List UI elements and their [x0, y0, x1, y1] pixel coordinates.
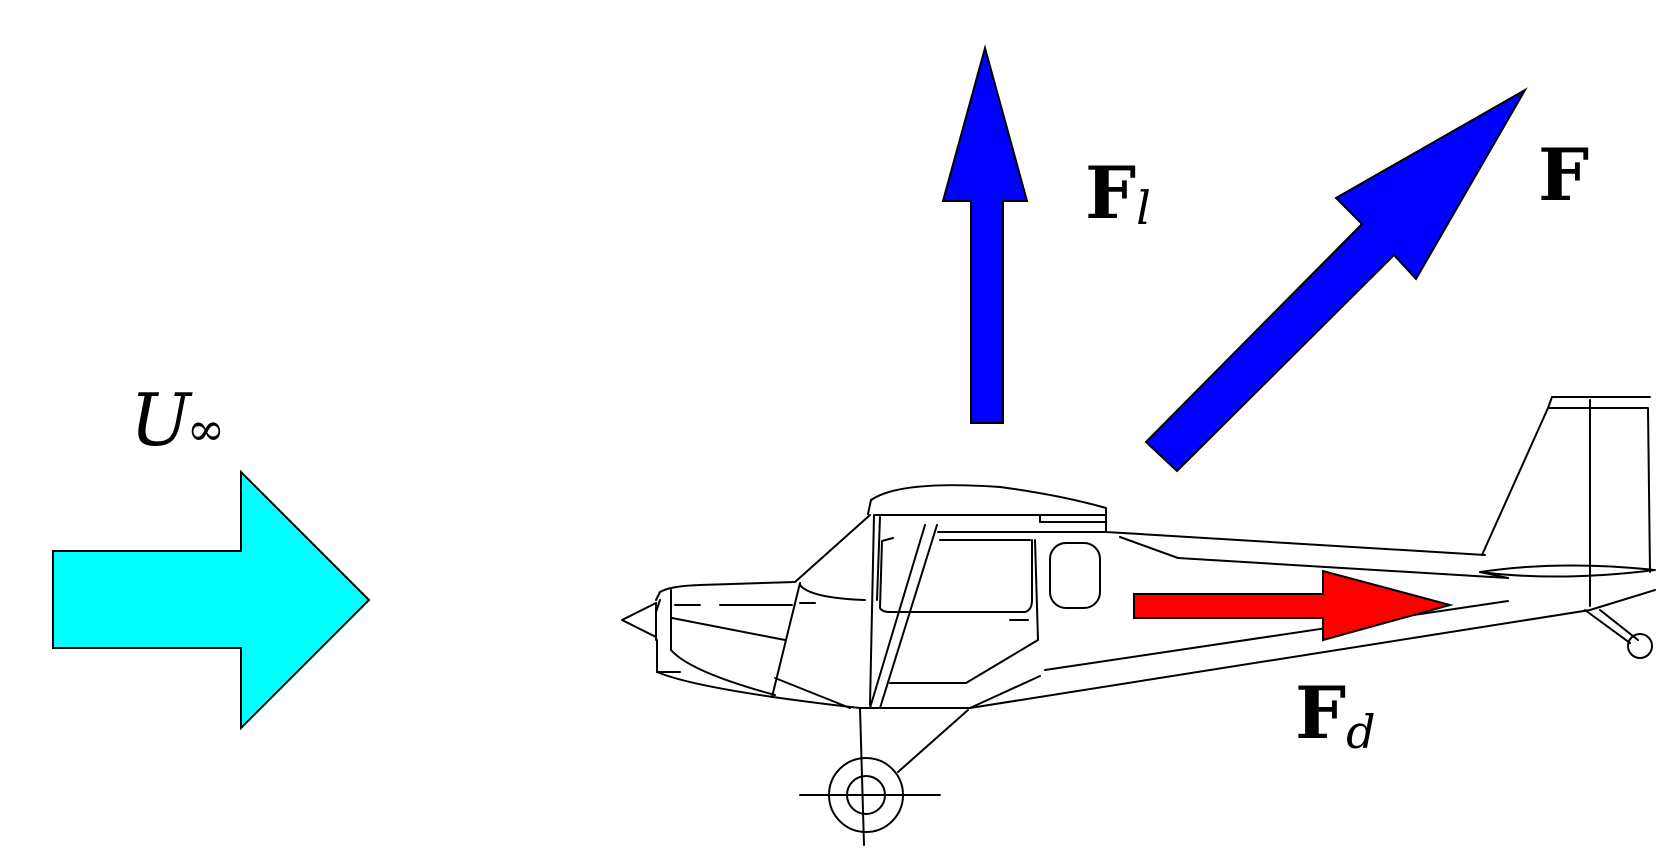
resultant-arrow [1144, 87, 1528, 473]
lift-label: Fl [1085, 150, 1151, 235]
drag-label: Fd [1295, 670, 1376, 759]
freestream-label-sub: ∞ [187, 402, 225, 456]
lift-arrow [941, 44, 1029, 424]
freestream-arrow [52, 469, 371, 731]
resultant-label: F [1538, 132, 1589, 217]
drag-label-sub: d [1346, 705, 1375, 759]
freestream-label: U∞ [130, 378, 225, 462]
drag-arrow [1133, 569, 1454, 642]
freestream-label-main: U [130, 378, 193, 462]
resultant-label-main: F [1538, 132, 1589, 217]
lift-label-sub: l [1136, 181, 1151, 235]
drag-label-main: F [1295, 670, 1346, 755]
airplane-outline [621, 396, 1656, 846]
lift-label-main: F [1085, 150, 1136, 235]
